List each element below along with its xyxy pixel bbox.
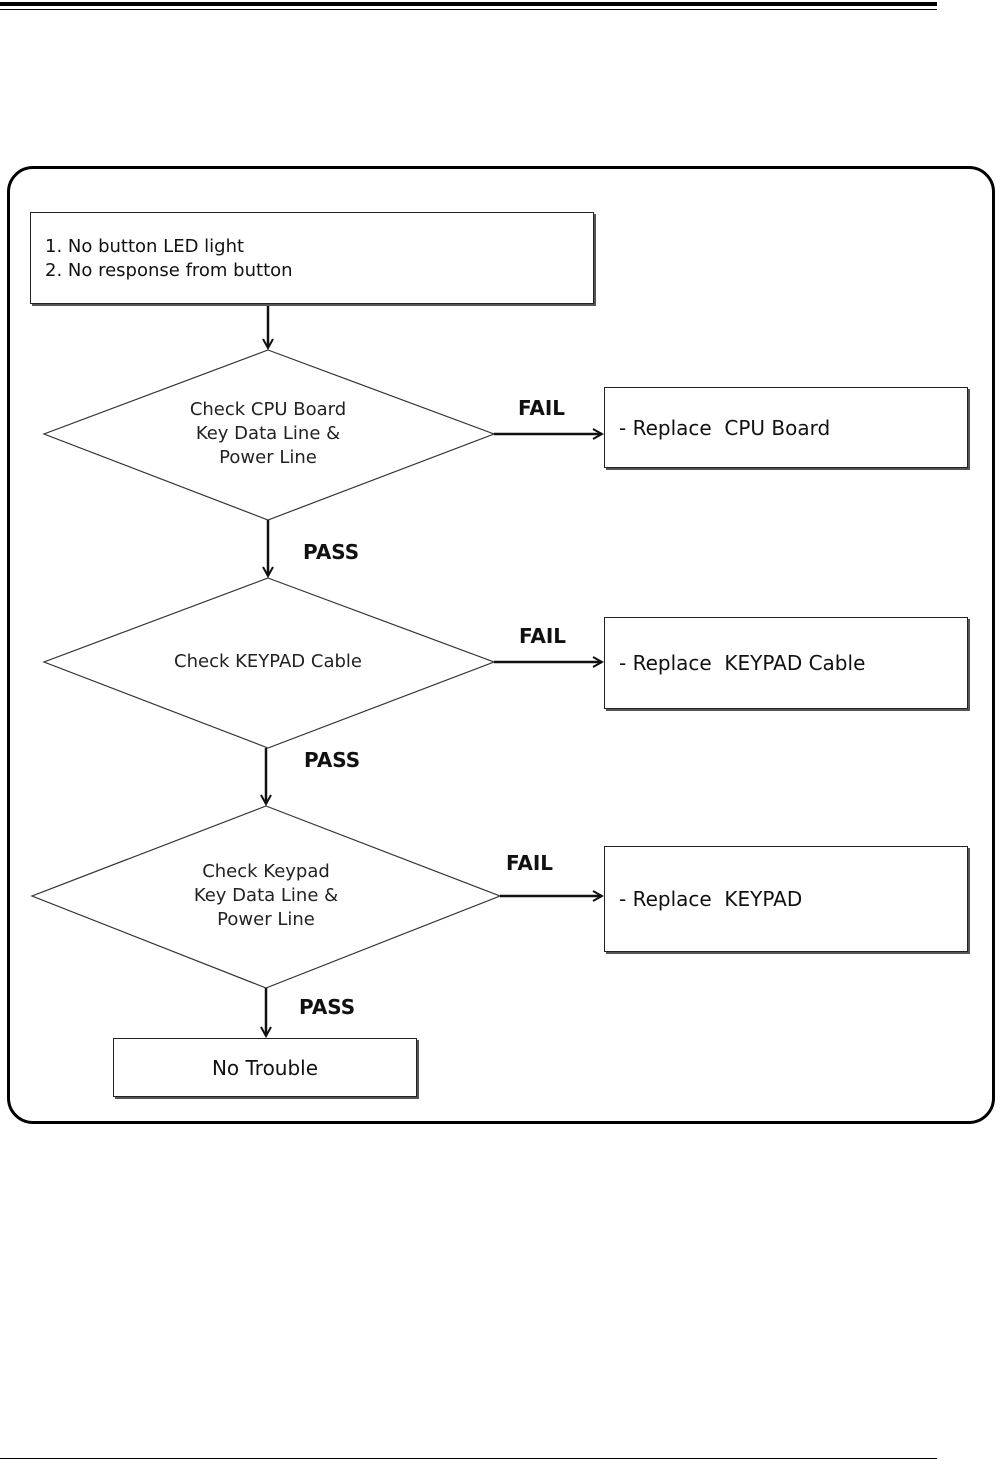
- decision-text-keypad: Check Keypad Key Data Line & Power Line: [166, 860, 366, 932]
- result-box-replace-cpu-board: - Replace CPU Board: [604, 387, 968, 468]
- decision-cpu-line-2: Key Data Line &: [168, 422, 368, 446]
- fail-label-cpu: FAIL: [518, 396, 565, 420]
- end-box-no-trouble: No Trouble: [113, 1038, 417, 1097]
- decision-text-cable: Check KEYPAD Cable: [158, 650, 378, 674]
- result-box-replace-keypad-cable: - Replace KEYPAD Cable: [604, 617, 968, 709]
- start-line-2: 2. No response from button: [45, 259, 593, 283]
- pass-label-keypad: PASS: [299, 995, 355, 1019]
- end-text: No Trouble: [212, 1056, 318, 1080]
- decision-text-cpu: Check CPU Board Key Data Line & Power Li…: [168, 398, 368, 470]
- pass-label-cpu: PASS: [303, 540, 359, 564]
- decision-keypad-line-3: Power Line: [166, 908, 366, 932]
- result-text-keypad: - Replace KEYPAD: [619, 887, 802, 911]
- result-text-cable: - Replace KEYPAD Cable: [619, 651, 865, 675]
- fail-label-keypad: FAIL: [506, 851, 553, 875]
- decision-keypad-line-2: Key Data Line &: [166, 884, 366, 908]
- decision-keypad-line-1: Check Keypad: [166, 860, 366, 884]
- fail-label-cable: FAIL: [519, 624, 566, 648]
- start-box: 1. No button LED light 2. No response fr…: [30, 212, 594, 304]
- start-line-1: 1. No button LED light: [45, 235, 593, 259]
- pass-label-cable: PASS: [304, 748, 360, 772]
- decision-cable-line-1: Check KEYPAD Cable: [158, 650, 378, 674]
- decision-cpu-line-1: Check CPU Board: [168, 398, 368, 422]
- result-text-cpu: - Replace CPU Board: [619, 416, 830, 440]
- decision-cpu-line-3: Power Line: [168, 446, 368, 470]
- result-box-replace-keypad: - Replace KEYPAD: [604, 846, 968, 952]
